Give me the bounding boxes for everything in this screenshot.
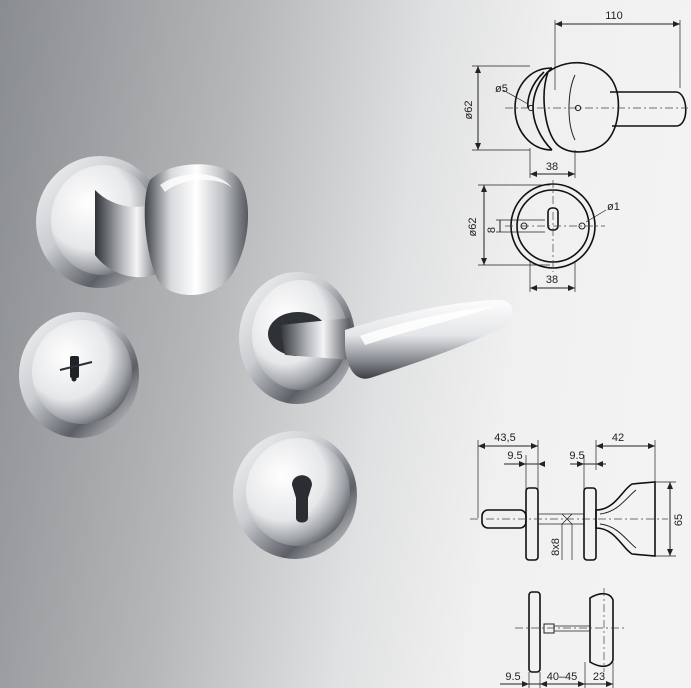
dim-rose-right: 9.5 — [569, 450, 584, 462]
dim-escutcheon-projection: 38 — [546, 274, 558, 286]
lever-handle-product-icon — [239, 272, 513, 404]
dim-hole-diameter: ø5 — [495, 83, 508, 95]
euro-cylinder-rose-icon — [233, 431, 357, 559]
dim-screw-diameter: ø1 — [607, 201, 620, 213]
dim-knob-projection: 23 — [593, 671, 605, 683]
dim-top-projection: 38 — [546, 161, 558, 173]
dim-side-overall: 43,5 — [494, 432, 515, 444]
dim-knob-length: 42 — [612, 432, 624, 444]
privacy-turn-rose-icon — [19, 312, 139, 438]
top-view-drawing: 110 ø62 ø5 38 — [463, 10, 688, 178]
dim-overall-length: 110 — [605, 10, 623, 22]
side-view-drawing: 43,5 42 9.5 9.5 — [470, 432, 685, 561]
bottom-view-drawing: 9.5 40–45 23 — [500, 588, 625, 688]
door-knob-product-icon — [36, 156, 249, 295]
dim-escutcheon-diameter: ø62 — [467, 218, 479, 237]
dim-rose-thickness: 9.5 — [505, 671, 520, 683]
dim-knob-height: 65 — [673, 514, 685, 526]
dim-rose-left: 9.5 — [507, 450, 522, 462]
dim-rose-diameter: ø62 — [463, 101, 475, 120]
dim-offset: 8 — [486, 227, 498, 233]
dim-door-range: 40–45 — [547, 671, 578, 683]
escutcheon-view-drawing: ø62 8 ø1 38 — [467, 180, 620, 292]
dim-square-spindle: 8x8 — [550, 538, 562, 556]
